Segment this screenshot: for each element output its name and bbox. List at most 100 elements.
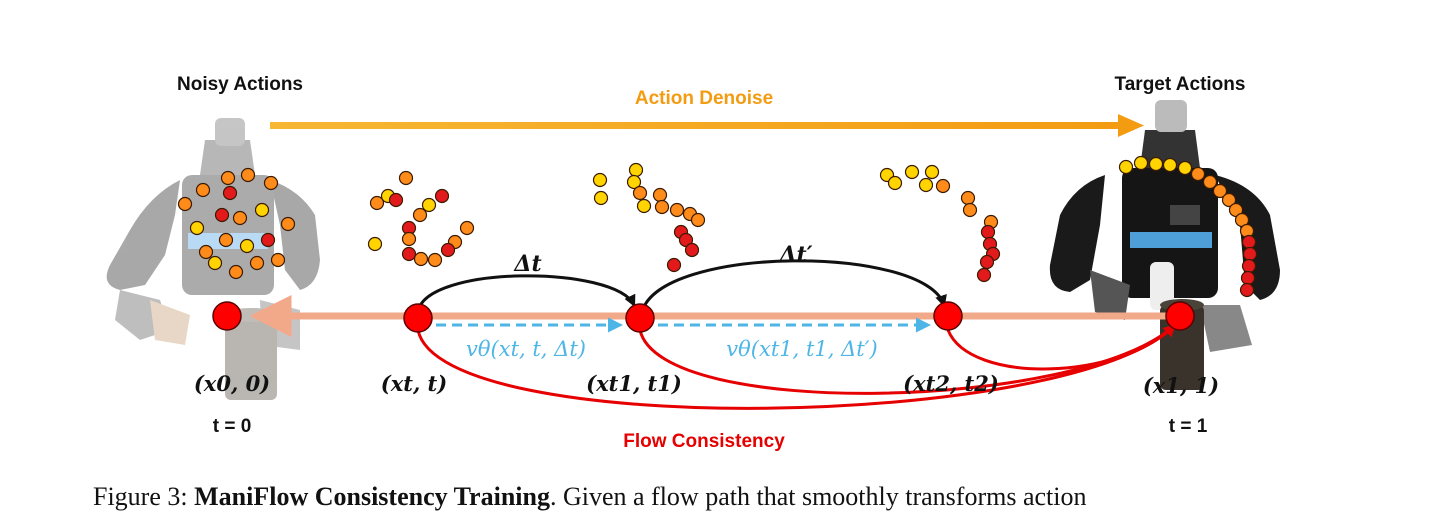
node-x1 [1165,301,1195,331]
consistency-curve-from-xt2 [946,324,1176,371]
node-label-xt2: (xt2, t2) [903,371,999,396]
delta-t-label: Δt [513,251,541,277]
noisy-points [177,167,296,280]
action-point [669,202,685,218]
action-point [1177,160,1193,176]
action-point [1241,258,1257,274]
action-point [1221,192,1237,208]
action-point [1148,156,1164,172]
action-point [980,224,996,240]
action-point [240,167,256,183]
action-point [684,242,700,258]
action-point [367,236,383,252]
action-point [218,232,234,248]
action-point [401,231,417,247]
action-point [270,252,286,268]
caption-bold: ManiFlow Consistency Training [194,482,550,511]
caption-prefix: Figure 3: [93,482,195,511]
node-xt [403,303,433,333]
action-point [636,198,652,214]
action-point [1190,166,1206,182]
action-point [962,202,978,218]
action-point [979,254,995,270]
action-point [592,172,608,188]
action-point [434,188,450,204]
step-arc-delta-t [416,274,636,313]
node-label-xt: (xt, t) [381,371,447,396]
action-point [628,162,644,178]
action-point [427,252,443,268]
node-label-xt1: (xt1, t1) [586,371,682,396]
intermediate-points-3 [879,164,1001,283]
action-point [280,216,296,232]
step-arc-delta-t-prime [640,259,947,313]
action-point [626,174,642,190]
action-point [1240,270,1256,286]
action-point [1239,282,1255,298]
action-point [222,185,238,201]
action-point [690,212,706,228]
action-point [189,220,205,236]
node-label-x1: (x1, 1) [1143,373,1219,398]
action-point [413,251,429,267]
action-point [1118,159,1134,175]
action-point [1242,246,1258,262]
action-point [632,185,648,201]
action-point [440,242,456,258]
consistency-curve-from-xt [416,324,1176,410]
action-point [904,164,920,180]
action-point [232,210,248,226]
action-point [1162,157,1178,173]
action-point [369,195,385,211]
flow-consistency-label: Flow Consistency [623,431,785,452]
action-point [666,257,682,273]
action-point [388,192,404,208]
intermediate-points-1 [367,170,475,268]
node-x0 [212,301,242,331]
action-point [228,264,244,280]
action-point [976,267,992,283]
caption-rest: . Given a flow path that smoothly transf… [549,482,1087,511]
action-point [960,190,976,206]
action-point [260,232,276,248]
action-point [459,220,475,236]
action-point [263,175,279,191]
action-point [887,175,903,191]
node-xt2 [933,301,963,331]
target-points [1118,155,1258,298]
noisy-actions-title: Noisy Actions [177,74,303,95]
target-actions-title: Target Actions [1115,74,1246,95]
action-point [1202,174,1218,190]
action-point [401,246,417,262]
intermediate-points-2 [592,162,706,273]
figure-caption: Figure 3: ManiFlow Consistency Training.… [93,482,1393,512]
velocity-label-2: vθ(xt1, t1, Δt′) [726,337,877,361]
action-point [652,187,668,203]
action-point [249,255,265,271]
node-xt1 [625,303,655,333]
action-point [177,196,193,212]
velocity-label-1: vθ(xt, t, Δt) [466,337,586,361]
action-denoise-arrow [270,114,1144,137]
action-point [918,177,934,193]
action-point [935,178,951,194]
action-point [1241,234,1257,250]
action-point [207,255,223,271]
action-point [239,238,255,254]
action-point [412,207,428,223]
action-point [254,202,270,218]
action-point [421,197,437,213]
delta-t-prime-label: Δt′ [778,242,812,268]
node-label-x0: (x0, 0) [194,371,270,396]
maniflow-diagram: Noisy Actions Target Actions Action Deno… [106,74,1280,452]
action-point [195,182,211,198]
action-point [1133,155,1149,171]
time-label-end: t = 1 [1169,416,1208,437]
action-point [1212,183,1228,199]
action-denoise-label: Action Denoise [635,88,773,109]
action-point [654,199,670,215]
action-point [214,207,230,223]
action-point [220,170,236,186]
action-point [198,244,214,260]
action-point [924,164,940,180]
